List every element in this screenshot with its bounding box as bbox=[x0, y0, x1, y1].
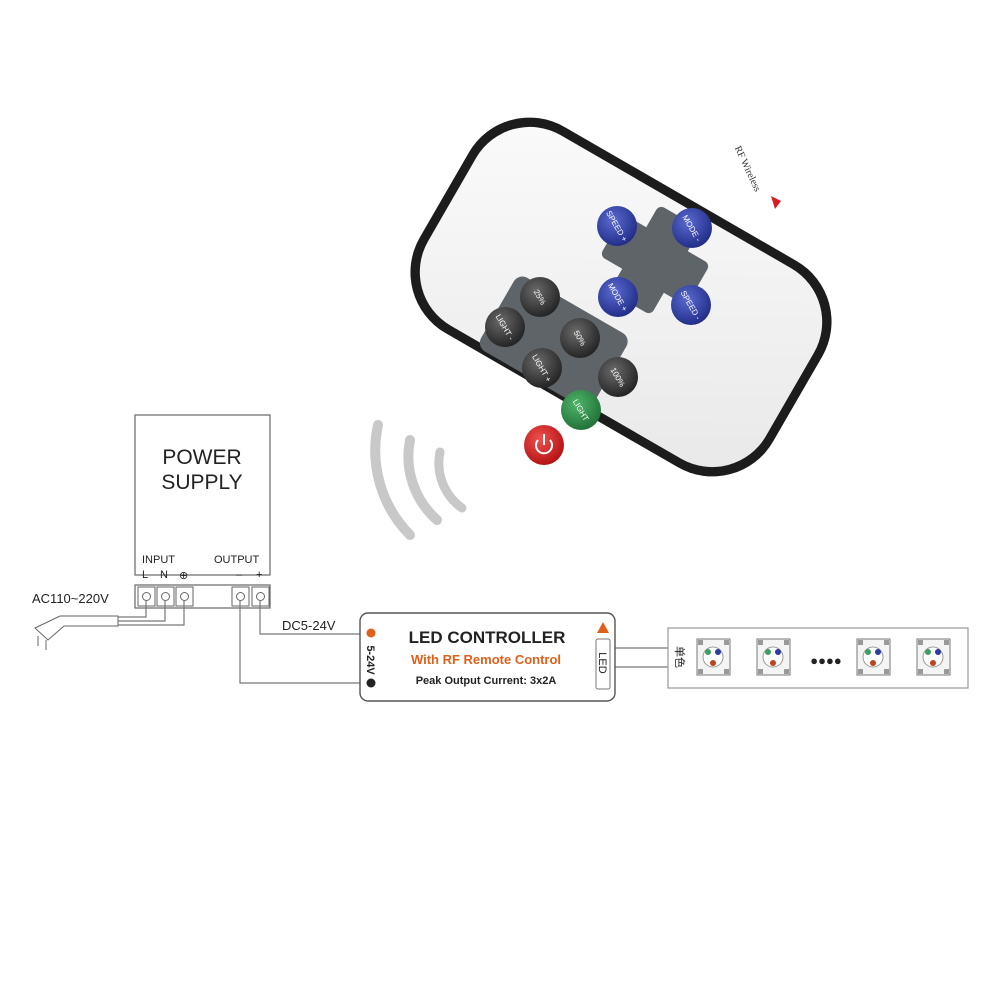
led-chip bbox=[756, 638, 791, 676]
rf-remote: RF Wireless SPEED + MODE - MODE + SPEED … bbox=[410, 117, 832, 477]
power-supply-title-line2: SUPPLY bbox=[161, 471, 242, 494]
terminal-L-label: L bbox=[142, 569, 148, 581]
led-chip bbox=[696, 638, 731, 676]
ac-plug-icon bbox=[34, 615, 119, 650]
light-minus-button[interactable]: LIGHT - bbox=[485, 307, 525, 347]
wiring-lines bbox=[118, 600, 668, 684]
led-strip: 单色 ●●●● bbox=[667, 627, 969, 689]
mode-plus-button[interactable]: MODE + bbox=[598, 277, 638, 317]
led-chip bbox=[856, 638, 891, 676]
warning-icon bbox=[597, 622, 609, 633]
negative-terminal-icon bbox=[366, 678, 376, 688]
output-label: OUTPUT bbox=[214, 554, 260, 566]
ground-icon: ⊕ bbox=[179, 570, 188, 582]
brightness-100-button[interactable]: 100% bbox=[598, 357, 638, 397]
remote-brand-text: RF Wireless bbox=[732, 144, 763, 193]
power-supply-box bbox=[134, 414, 271, 576]
terminal-minus-label: – bbox=[236, 569, 243, 581]
light-plus-button[interactable]: LIGHT + bbox=[522, 348, 562, 388]
led-port-box bbox=[595, 638, 611, 690]
terminal-screws bbox=[137, 586, 270, 607]
dc-output-label: DC5-24V bbox=[282, 618, 336, 633]
led-controller-box bbox=[359, 612, 616, 702]
terminal-N-label: N bbox=[160, 569, 168, 581]
terminal-plus-label: + bbox=[256, 569, 262, 581]
mode-minus-button[interactable]: MODE - bbox=[672, 208, 712, 248]
input-label: INPUT bbox=[142, 554, 175, 566]
voltage-side-label: 5-24V bbox=[364, 645, 376, 675]
power-supply: POWER SUPPLY INPUT OUTPUT L N ⊕ – + bbox=[134, 414, 271, 609]
rf-signal-icon bbox=[771, 196, 781, 209]
brightness-50-button[interactable]: 50% bbox=[560, 318, 600, 358]
speed-plus-button[interactable]: SPEED + bbox=[597, 206, 637, 246]
ac-input-label: AC110~220V bbox=[32, 591, 109, 606]
light-button[interactable]: LIGHT bbox=[561, 390, 601, 430]
power-button[interactable] bbox=[524, 425, 564, 465]
wireless-signal-icon bbox=[370, 420, 467, 540]
led-controller-peak-current: Peak Output Current: 3x2A bbox=[416, 675, 557, 687]
speed-minus-button[interactable]: SPEED - bbox=[671, 285, 711, 325]
brightness-pad bbox=[479, 276, 628, 408]
led-chip bbox=[916, 638, 951, 676]
positive-terminal-icon bbox=[366, 628, 376, 638]
led-controller-subtitle: With RF Remote Control bbox=[411, 652, 561, 667]
brightness-25-button[interactable]: 25% bbox=[520, 277, 560, 317]
led-controller-title: LED CONTROLLER bbox=[409, 628, 566, 647]
power-icon bbox=[535, 434, 553, 455]
power-supply-title-line1: POWER bbox=[162, 446, 241, 469]
strip-type-label: 单色 bbox=[673, 646, 687, 668]
led-controller: LED CONTROLLER With RF Remote Control Pe… bbox=[359, 612, 616, 702]
continuation-dots: ●●●● bbox=[810, 653, 841, 668]
led-port-label: LED bbox=[596, 652, 608, 673]
